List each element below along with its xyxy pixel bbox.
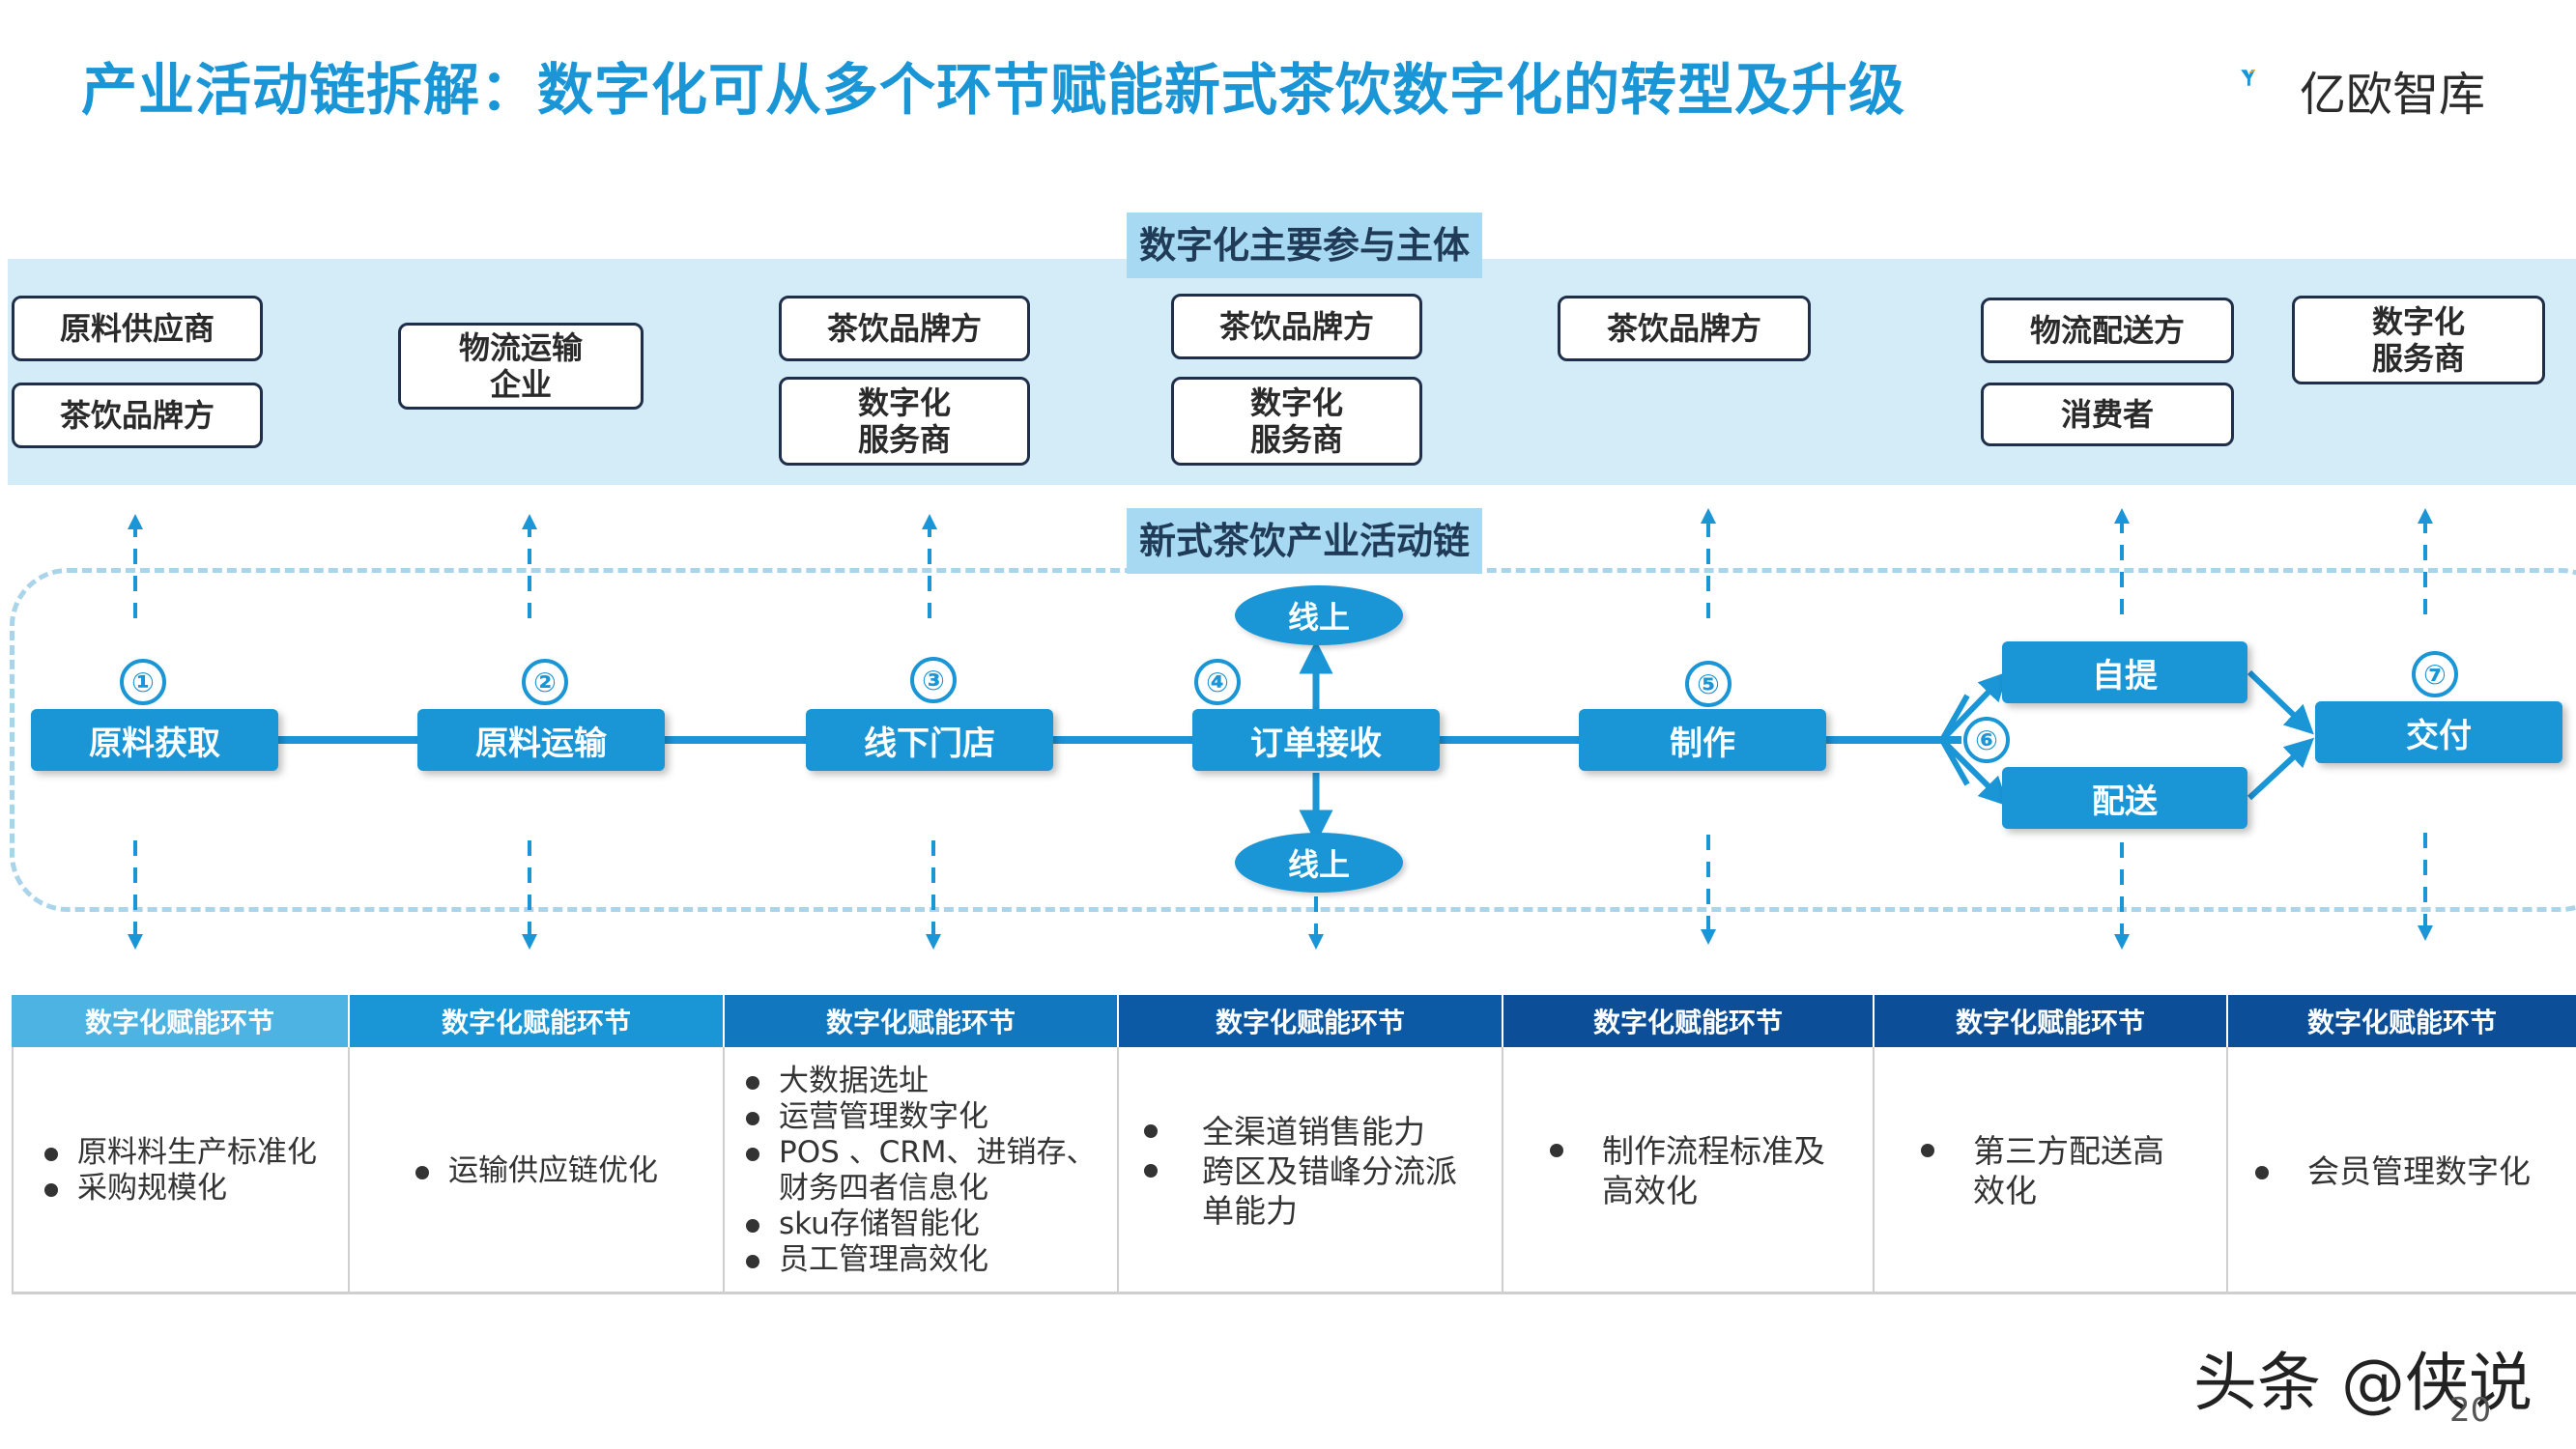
stage-number: ③ (910, 657, 957, 703)
participant-box: 茶饮品牌方 (12, 383, 263, 448)
stage-delivery: 配送 (2002, 767, 2247, 829)
watermark: 头条 @侠说 (2193, 1346, 2533, 1420)
list-item: 运营管理数字化 (742, 1099, 1107, 1135)
stage-pickup: 自提 (2002, 641, 2247, 703)
stage-number: ⑥ (1963, 717, 2010, 763)
table-header-cell: 数字化赋能环节 (1503, 995, 1873, 1047)
list-item: 运输供应链优化 (412, 1153, 723, 1189)
stage-number: ⑤ (1685, 661, 1732, 707)
stage-offline-store: 线下门店 (806, 709, 1053, 771)
stage-production: 制作 (1579, 709, 1826, 771)
stage-transport: 原料运输 (417, 709, 665, 771)
list-item: POS 、CRM、进销存、财务四者信息化 (742, 1135, 1107, 1207)
table-cell: 制作流程标准及高效化 (1503, 1047, 1875, 1294)
stage-order-receiving: 订单接收 (1192, 709, 1440, 771)
participant-box: 茶饮品牌方 (779, 296, 1030, 361)
participant-box: 物流配送方 (1981, 298, 2234, 363)
stage-handover: 交付 (2315, 701, 2562, 763)
list-item: 员工管理高效化 (742, 1242, 1107, 1278)
logo-icon (2241, 69, 2256, 86)
participant-box: 数字化服务商 (779, 377, 1030, 466)
table-body-frame (12, 1047, 2576, 1294)
table-header-cell: 数字化赋能环节 (350, 995, 723, 1047)
table-cell: 第三方配送高效化 (1875, 1047, 2228, 1294)
stage-number: ① (120, 659, 166, 705)
list-item: 大数据选址 (742, 1064, 1107, 1099)
list-item: 会员管理数字化 (2251, 1153, 2576, 1189)
list-item: 制作流程标准及高效化 (1546, 1131, 1844, 1210)
table-cell: 大数据选址 运营管理数字化 POS 、CRM、进销存、财务四者信息化 sku存储… (725, 1047, 1119, 1294)
online-oval-bottom: 线上 (1235, 833, 1403, 893)
stage-number: ④ (1194, 659, 1241, 705)
list-item: sku存储智能化 (742, 1207, 1107, 1242)
stage-number: ② (522, 659, 568, 705)
participants-label: 数字化主要参与主体 (1127, 213, 1482, 278)
table-cell: 运输供应链优化 (350, 1047, 725, 1294)
online-oval-top: 线上 (1235, 585, 1403, 645)
logo-text: 亿欧智库 (2300, 68, 2486, 122)
participant-box: 数字化服务商 (1171, 377, 1422, 466)
list-item: 采购规模化 (41, 1171, 348, 1207)
list-item: 全渠道销售能力 (1140, 1112, 1478, 1151)
stage-number: ⑦ (2412, 651, 2458, 697)
table-cell: 原料料生产标准化 采购规模化 (12, 1047, 350, 1294)
table-cell: 会员管理数字化 (2228, 1047, 2576, 1294)
participant-box: 茶饮品牌方 (1558, 296, 1811, 361)
table-header-cell: 数字化赋能环节 (12, 995, 348, 1047)
table-cell: 全渠道销售能力 跨区及错峰分流派单能力 (1119, 1047, 1503, 1294)
table-header-cell: 数字化赋能环节 (1875, 995, 2226, 1047)
page-title: 产业活动链拆解：数字化可从多个环节赋能新式茶饮数字化的转型及升级 (81, 57, 1906, 123)
participant-box: 茶饮品牌方 (1171, 294, 1422, 359)
table-header-cell: 数字化赋能环节 (725, 995, 1117, 1047)
stage-raw-material: 原料获取 (31, 709, 278, 771)
list-item: 跨区及错峰分流派单能力 (1140, 1151, 1478, 1231)
list-item: 第三方配送高效化 (1917, 1131, 2168, 1210)
participant-box: 物流运输企业 (398, 323, 644, 410)
page-number: 20 (2449, 1391, 2492, 1430)
participant-box: 数字化服务商 (2292, 296, 2545, 384)
participant-box: 消费者 (1981, 383, 2234, 446)
table-header-cell: 数字化赋能环节 (1119, 995, 1502, 1047)
list-item: 原料料生产标准化 (41, 1135, 348, 1171)
participant-box: 原料供应商 (12, 296, 263, 361)
chain-label: 新式茶饮产业活动链 (1127, 508, 1482, 574)
table-header-cell: 数字化赋能环节 (2228, 995, 2576, 1047)
